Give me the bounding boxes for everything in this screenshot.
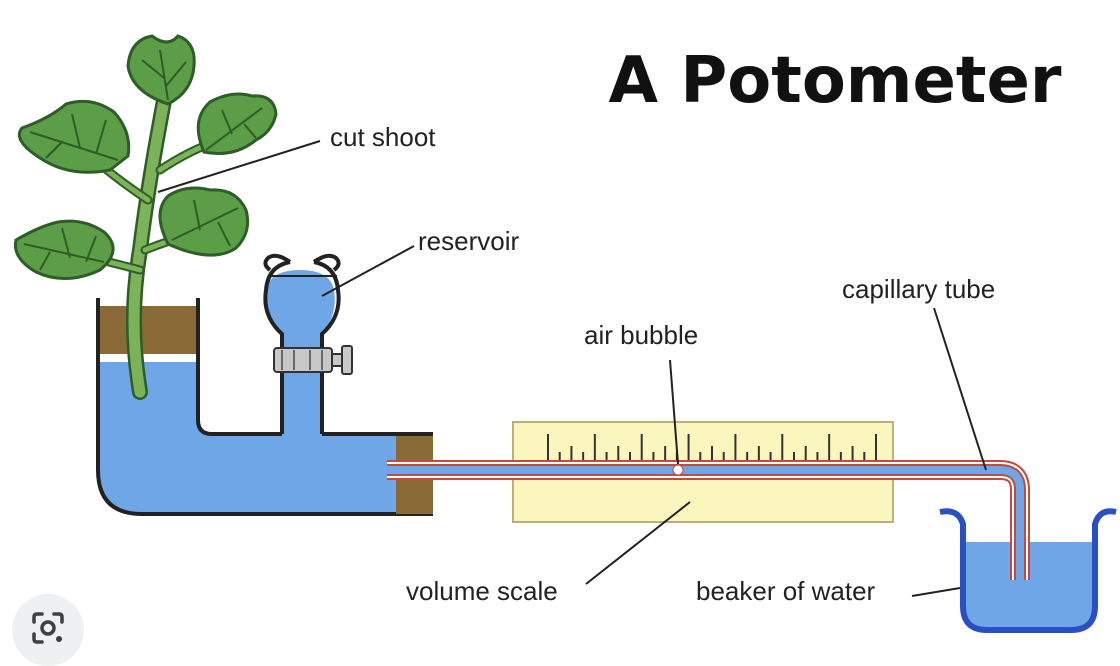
lens-search-button[interactable] <box>12 594 84 666</box>
beaker-water <box>965 542 1093 628</box>
leaf <box>13 219 115 281</box>
label-reservoir: reservoir <box>418 226 519 256</box>
beaker-outline <box>939 508 1117 633</box>
label-beaker-of-water: beaker of water <box>696 576 876 606</box>
label-air-bubble: air bubble <box>584 320 698 350</box>
leaf <box>158 186 250 257</box>
plant-stem <box>128 64 176 398</box>
diagram-title: A Potometer <box>609 44 1062 118</box>
reservoir <box>263 253 353 434</box>
leader-lines <box>157 140 987 597</box>
label-cut-shoot: cut shoot <box>330 122 436 152</box>
diagram-canvas: A Potometer <box>13 34 1117 633</box>
tube-water <box>387 466 1024 580</box>
vessel-water <box>98 362 433 514</box>
label-volume-scale: volume scale <box>406 576 558 606</box>
shoot-stopper <box>100 306 196 354</box>
leaf <box>196 92 278 155</box>
vessel-inner-wall <box>196 298 282 436</box>
beaker <box>939 490 1117 633</box>
air-bubble <box>672 464 684 476</box>
tap-handle <box>341 345 353 375</box>
label-capillary-tube: capillary tube <box>842 274 995 304</box>
leaf <box>126 34 196 106</box>
leaf <box>17 99 131 174</box>
main-vessel <box>96 298 433 516</box>
lens-search-icon <box>32 612 64 644</box>
cut-shoot <box>13 34 278 400</box>
capillary-tube <box>387 460 1030 580</box>
potometer-diagram: A Potometer <box>12 34 1117 666</box>
vessel-outer-wall <box>96 298 433 516</box>
